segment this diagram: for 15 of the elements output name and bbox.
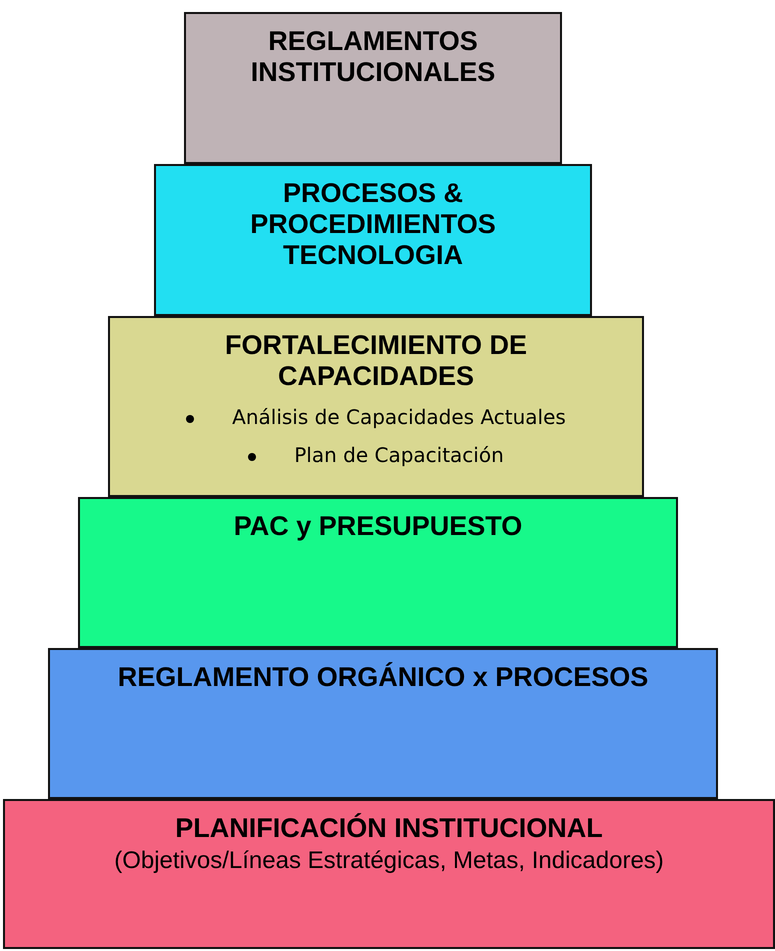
list-item: Plan de Capacitación xyxy=(294,443,504,467)
pyramid-layer xyxy=(154,164,592,316)
layer-title: REGLAMENTO ORGÁNICO x PROCESOS xyxy=(118,662,648,693)
layer-title: PAC y PRESUPUESTO xyxy=(234,511,522,542)
pyramid-layer xyxy=(48,648,718,799)
list-item: Análisis de Capacidades Actuales xyxy=(232,405,566,429)
layer-title: PLANIFICACIÓN INSTITUCIONAL xyxy=(175,813,603,844)
layer-title: PROCESOS & PROCEDIMIENTOS TECNOLOGIA xyxy=(249,178,497,271)
pyramid-layer xyxy=(108,316,644,497)
layer-title: FORTALECIMIENTO DE CAPACIDADES xyxy=(224,330,528,392)
pyramid-layer xyxy=(184,12,562,164)
layer-description: (Objetivos/Líneas Estratégicas, Metas, Indicadores) xyxy=(114,846,664,876)
layer-title: REGLAMENTOS INSTITUCIONALES xyxy=(250,26,496,88)
pyramid-layer xyxy=(3,799,775,949)
pyramid-layer xyxy=(78,497,678,648)
